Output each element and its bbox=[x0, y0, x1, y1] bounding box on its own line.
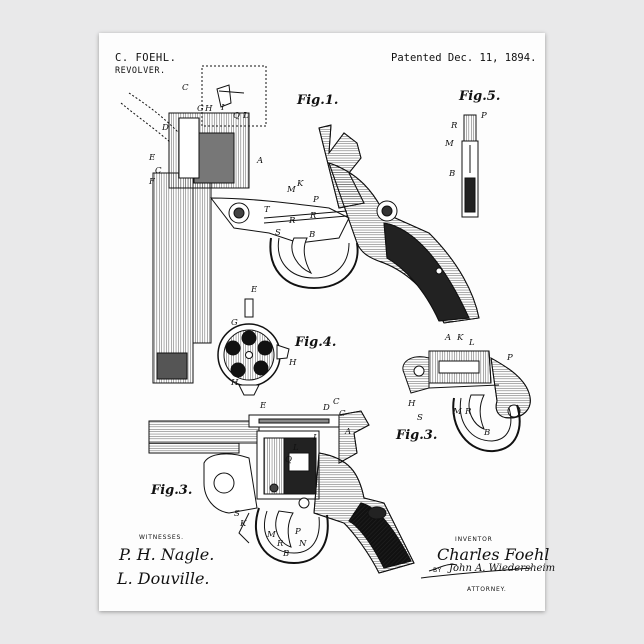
fig5-pin-drawing bbox=[462, 115, 478, 217]
part-label: R bbox=[465, 407, 471, 417]
part-label: C bbox=[339, 409, 346, 419]
inventor-signature: Charles Foehl bbox=[437, 545, 549, 564]
part-label: F bbox=[149, 177, 155, 187]
fig1-label: Fig.1. bbox=[297, 93, 338, 108]
by-label: BY bbox=[433, 567, 442, 574]
fig5-label: Fig.5. bbox=[459, 89, 500, 104]
part-label: G bbox=[231, 318, 238, 328]
part-label: I bbox=[221, 103, 224, 113]
part-label: E bbox=[260, 401, 266, 411]
part-label: P bbox=[295, 527, 301, 537]
part-label: R bbox=[310, 211, 316, 221]
part-label: H bbox=[205, 104, 212, 114]
part-label: M bbox=[267, 530, 276, 540]
part-label: H bbox=[231, 378, 238, 388]
part-label: P bbox=[313, 195, 319, 205]
part-label: L bbox=[293, 443, 299, 453]
inventor-label: INVENTOR bbox=[455, 536, 493, 543]
part-label: H bbox=[408, 399, 415, 409]
attorney-label: ATTORNEY. bbox=[467, 586, 507, 593]
part-label: H bbox=[289, 358, 296, 368]
fig4-label: Fig.4. bbox=[295, 335, 336, 350]
part-label: M bbox=[445, 139, 454, 149]
part-label: C bbox=[182, 83, 189, 93]
part-label: E bbox=[251, 285, 257, 295]
part-label: D bbox=[323, 403, 330, 413]
part-label: B bbox=[484, 428, 490, 438]
part-label: M bbox=[287, 185, 296, 195]
witness-signature-1: P. H. Nagle. bbox=[119, 545, 214, 564]
part-label: L bbox=[469, 338, 475, 348]
part-label: B bbox=[309, 230, 315, 240]
inventor-name-header: C. FOEHL. bbox=[115, 52, 176, 64]
part-label: L bbox=[243, 111, 249, 121]
patent-poster: C. FOEHL. REVOLVER. Patented Dec. 11, 18… bbox=[99, 33, 545, 611]
part-label: K bbox=[297, 179, 303, 189]
part-label: B bbox=[283, 549, 289, 559]
fig4-cylinder-drawing bbox=[218, 299, 289, 395]
patent-title: REVOLVER. bbox=[115, 66, 166, 76]
part-label: R bbox=[289, 216, 295, 226]
part-label: P bbox=[507, 353, 513, 363]
part-label: N bbox=[299, 539, 306, 549]
part-label: E bbox=[149, 153, 155, 163]
part-label: A bbox=[445, 333, 451, 343]
part-label: G bbox=[197, 104, 204, 114]
part-label: R bbox=[277, 539, 283, 549]
part-label: M bbox=[453, 407, 462, 417]
part-label: A bbox=[257, 156, 263, 166]
fig3-left-label: Fig.3. bbox=[151, 483, 192, 498]
part-label: S bbox=[234, 509, 240, 519]
part-label: D bbox=[162, 123, 169, 133]
part-label: B bbox=[449, 169, 455, 179]
witness-signature-2: L. Douville. bbox=[117, 569, 210, 588]
part-label: A bbox=[345, 427, 351, 437]
part-label: C bbox=[155, 166, 162, 176]
part-label: T bbox=[264, 205, 270, 215]
part-label: R bbox=[451, 121, 457, 131]
part-label: Q bbox=[285, 455, 292, 465]
attorney-signature: John A. Wiedersheim bbox=[449, 563, 555, 574]
patent-date: Patented Dec. 11, 1894. bbox=[391, 52, 536, 64]
part-label: S bbox=[275, 228, 281, 238]
part-label: I bbox=[313, 433, 316, 443]
part-label: Q bbox=[233, 111, 240, 121]
part-label: S bbox=[417, 413, 423, 423]
part-label: P bbox=[481, 111, 487, 121]
witnesses-label: WITNESSES. bbox=[139, 534, 184, 541]
patent-drawing bbox=[99, 33, 545, 611]
fig3-right-label: Fig.3. bbox=[396, 428, 437, 443]
part-label: K bbox=[240, 519, 246, 529]
part-label: C bbox=[333, 397, 340, 407]
part-label: K bbox=[457, 333, 463, 343]
